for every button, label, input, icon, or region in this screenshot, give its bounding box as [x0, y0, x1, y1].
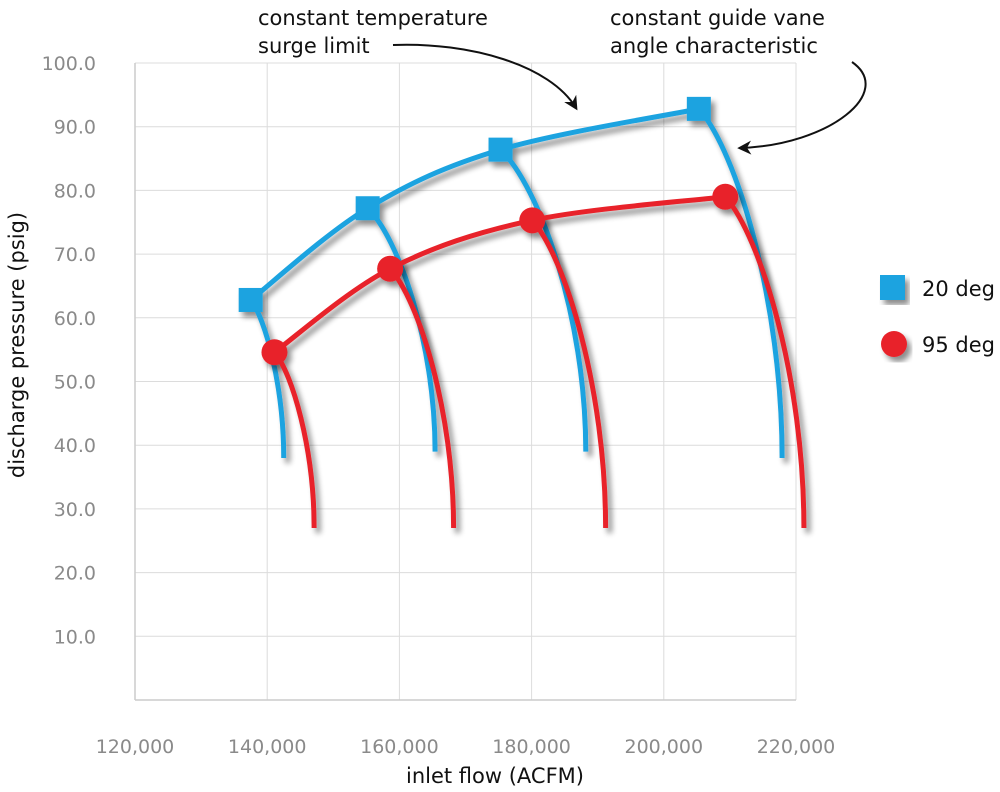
y-tick-label: 10.0 — [54, 626, 96, 648]
x-tick-label: 140,000 — [228, 736, 307, 758]
x-tick-label: 160,000 — [360, 736, 439, 758]
data-point-square — [355, 196, 380, 221]
y-tick-label: 60.0 — [54, 308, 96, 330]
annotation-surge-arrow — [392, 43, 578, 111]
annotation-surge-line-2: surge limit — [258, 34, 370, 58]
y-tick-label: 90.0 — [54, 117, 96, 139]
surge-line — [273, 194, 726, 355]
surge-line — [249, 106, 700, 302]
characteristic-curve — [272, 350, 317, 529]
series-layer — [238, 96, 807, 529]
grid-lines — [135, 62, 797, 700]
annotation-vane-line-2: angle characteristic — [610, 34, 818, 58]
x-axis-title: inlet flow (ACFM) — [406, 764, 584, 788]
annotation-vane-arrow — [737, 61, 867, 155]
axes — [134, 63, 796, 701]
annotations: constant temperature surge limit constan… — [258, 6, 867, 155]
legend-marker-95-deg — [881, 331, 907, 357]
annotation-surge-line-1: constant temperature — [258, 6, 488, 30]
y-tick-label: 100.0 — [42, 53, 96, 75]
series-1 — [261, 183, 807, 529]
x-tick-label: 180,000 — [492, 736, 571, 758]
legend-label-95-deg: 95 deg — [922, 333, 995, 357]
data-point-square — [488, 137, 513, 162]
x-tick-label: 220,000 — [757, 736, 836, 758]
data-point-square — [238, 287, 263, 312]
characteristic-curve — [530, 218, 609, 529]
x-tick-label: 200,000 — [625, 736, 704, 758]
characteristic-curve — [723, 195, 807, 529]
legend-label-20-deg: 20 deg — [922, 277, 995, 301]
legend-marker-20-deg — [880, 275, 905, 300]
y-tick-label: 70.0 — [54, 244, 96, 266]
characteristic-curve — [365, 206, 438, 452]
annotation-vane-line-1: constant guide vane — [610, 6, 825, 30]
y-tick-labels: 10.0 20.0 30.0 40.0 50.0 60.0 70.0 80.0 90.0 100.… — [42, 53, 96, 648]
characteristic-curve — [696, 107, 785, 458]
data-point-circle — [377, 255, 404, 282]
x-tick-labels: 120,000 140,000 160,000 180,000 200,000 220,0… — [96, 736, 836, 758]
legend: 20 deg 95 deg — [880, 275, 995, 357]
y-tick-label: 80.0 — [54, 180, 96, 202]
y-tick-label: 20.0 — [54, 563, 96, 585]
y-axis-title: discharge pressure (psig) — [5, 212, 29, 478]
y-tick-label: 50.0 — [54, 372, 96, 394]
data-point-circle — [261, 339, 288, 366]
y-tick-label: 40.0 — [54, 435, 96, 457]
series-0 — [238, 96, 785, 458]
data-point-square — [686, 96, 711, 121]
y-tick-label: 30.0 — [54, 499, 96, 521]
characteristic-curve — [388, 267, 457, 529]
x-tick-label: 120,000 — [96, 736, 175, 758]
data-point-circle — [712, 183, 739, 210]
data-point-circle — [519, 207, 546, 234]
